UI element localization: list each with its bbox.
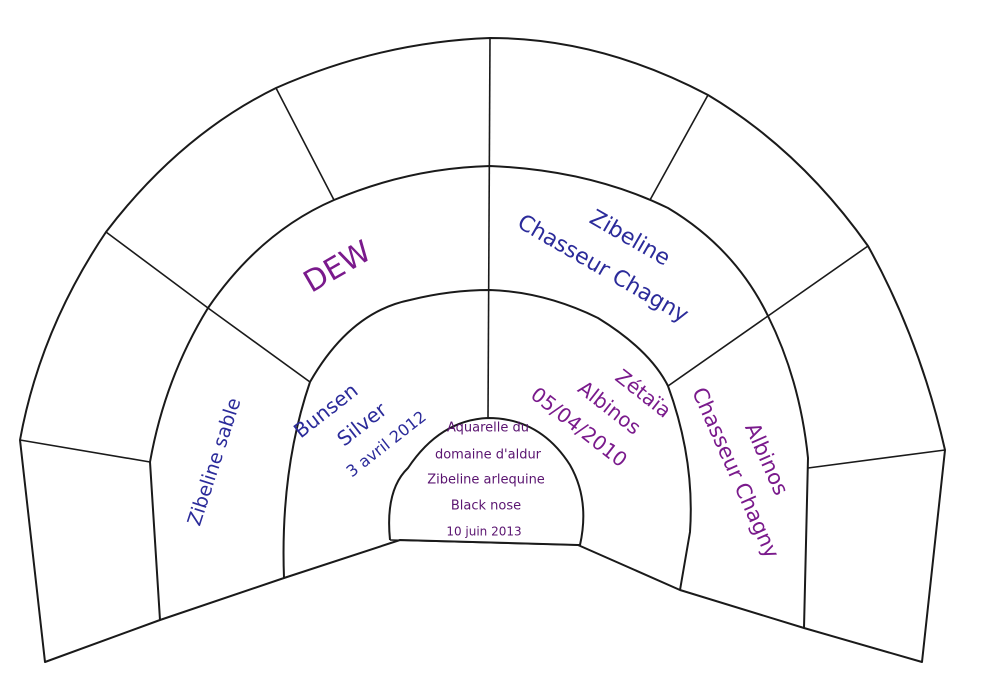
grandparent-sire-dam: DEW xyxy=(298,234,378,300)
divider-outer-1 xyxy=(19,439,151,463)
grandparent-dam-sire: Zibeline Chasseur Chagny xyxy=(513,205,693,328)
center-line-4: Black nose xyxy=(451,499,521,514)
divider-outer-4 xyxy=(649,94,709,201)
center-line-2: domaine d'aldur xyxy=(435,448,542,463)
grandparent-sire-sire: Zibeline sable xyxy=(184,395,246,528)
grandparent-sire-dam-label: DEW xyxy=(298,234,378,300)
divider-outer-2 xyxy=(105,231,209,309)
grandparent-sire-sire-label: Zibeline sable xyxy=(184,395,246,528)
sire-cell: Bunsen Silver 3 avril 2012 xyxy=(289,378,430,481)
divider-sire-grandparents xyxy=(207,307,311,383)
center-line-3: Zibeline arlequine xyxy=(427,473,545,488)
divider-outer-5 xyxy=(767,245,869,317)
dam-cell: Zétaïa Albinos 05/04/2010 xyxy=(526,364,676,472)
divider-sire-dam xyxy=(487,37,491,419)
divider-outer-6 xyxy=(807,449,946,469)
parents-ring-outline xyxy=(282,289,692,591)
center-base-line xyxy=(389,539,579,546)
center-line-1: Aquarelle du xyxy=(447,421,529,436)
divider-dam-grandparents xyxy=(667,315,769,387)
center-cell: Aquarelle du domaine d'aldur Zibeline ar… xyxy=(427,421,545,539)
center-line-5: 10 juin 2013 xyxy=(446,525,521,539)
grandparent-dam-dam: Albinos Chasseur Chagny xyxy=(687,384,793,562)
divider-outer-3 xyxy=(275,87,335,201)
